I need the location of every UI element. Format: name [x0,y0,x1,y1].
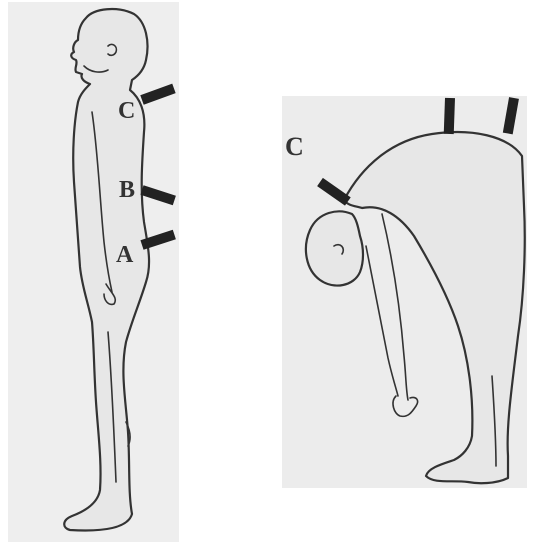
bending-body-outline [344,132,525,483]
bending-arm [382,214,408,400]
marker-c-standing [140,84,175,105]
label-a-standing: A [116,243,133,267]
marker-top-2-bending [503,97,519,134]
standing-body-outline [64,9,149,530]
label-c-bending: C [285,134,304,160]
label-c-standing: C [118,99,135,123]
standing-figure-panel: C B A [8,2,179,542]
label-b-standing: B [119,178,135,202]
bending-head [306,211,363,285]
marker-top-1-bending [444,98,455,134]
bending-hand [393,396,418,416]
standing-figure-illustration [8,2,179,542]
marker-c-bending [317,178,351,206]
bending-figure-illustration [282,96,527,488]
bending-figure-panel: C [282,96,527,488]
marker-b-standing [140,185,175,205]
